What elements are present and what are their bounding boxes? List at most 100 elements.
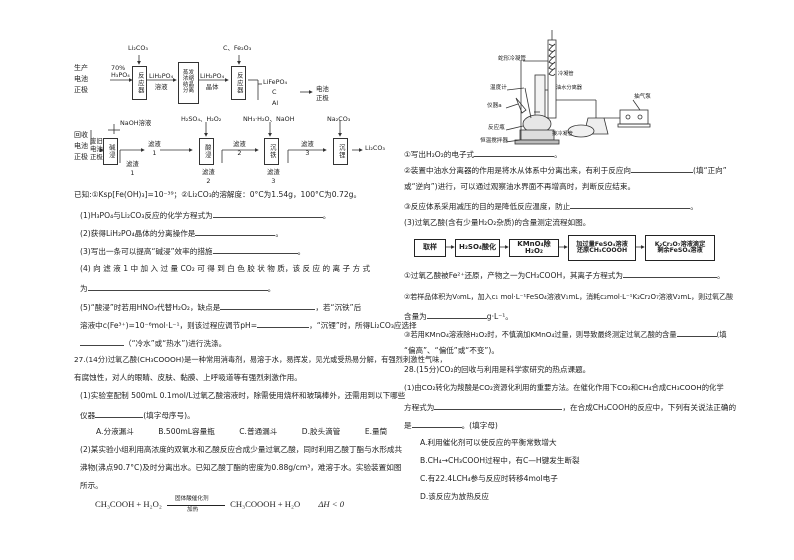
apparatus-label-instrument-a: 仪器a bbox=[487, 103, 502, 109]
flow1-al: Al bbox=[272, 99, 279, 107]
question-5a: (5)“酸浸”时若用HNO₃代替H₂O₂，缺点是，若“沉铁”后 bbox=[80, 302, 362, 312]
question-27-2a: (2)某实验小组利用高浓度的双氧水和乙酸反应合成少量过氧乙酸，同时利用乙酸丁酯与… bbox=[80, 445, 403, 454]
answer-blank[interactable] bbox=[220, 302, 316, 310]
flow-box-sample: 取样 bbox=[414, 239, 446, 257]
flow1-lifepo4: LiFePO₄ bbox=[263, 78, 288, 86]
option-d[interactable]: D.胶头滴管 bbox=[301, 427, 341, 436]
answer-blank[interactable] bbox=[631, 165, 694, 173]
flow1-source: 生产 电池 正极 bbox=[74, 64, 88, 94]
flow2-residue3: 滤渣 3 bbox=[267, 168, 280, 185]
flow-box-titrate: K₂Cr₂O₇溶液滴定 剩余FeSO₄溶液 bbox=[645, 235, 715, 261]
answer-blank[interactable] bbox=[257, 320, 310, 328]
question-28-1b: 方程式为，在合成CH₃COOH的反应中，下列有关说法正确的 bbox=[404, 402, 737, 412]
question-28-intro: 28.(15分)CO₂的回收与利用是科学家研究的热点课题。 bbox=[404, 365, 591, 374]
answer-blank[interactable] bbox=[212, 246, 298, 254]
apparatus-label-flask: 反应瓶 bbox=[488, 125, 505, 131]
known-info: 已知:①Ksp[Fe(OH)₃]=10⁻³⁹；②Li₂CO₃的溶解度：0°C为1… bbox=[74, 190, 362, 199]
flow1-li2co3-top: Li₂CO₃ bbox=[128, 44, 148, 52]
right-q4: (3)过氧乙酸(含有少量H₂O₂杂质)的含量测定流程如图。 bbox=[404, 218, 591, 227]
flow-box-kmno4: KMnO₄除H₂O₂ bbox=[509, 239, 559, 257]
answer-blank[interactable] bbox=[80, 338, 124, 346]
apparatus-label-cond-connect: 接冷凝管 bbox=[552, 131, 573, 137]
flow2-reagents-iron: NH₃·H₂O、NaOH bbox=[243, 115, 295, 123]
flow2-precip-li: 沉锂 bbox=[333, 138, 348, 165]
question-5c: （“冷水”或“热水”)进行洗涤。 bbox=[80, 338, 226, 349]
apparatus-label-cond2: 冷凝管 bbox=[558, 71, 574, 77]
right-q1: ①写出H₂O₂的电子式。 bbox=[404, 149, 562, 159]
flow1-c-fe2o3: C、Fe₂O₃ bbox=[223, 44, 252, 52]
flow1-lih2po4-solution: LiH₂PO₄ 溶液 bbox=[149, 72, 174, 91]
right-q7b: “偏高”、“偏低”或“不变”)。 bbox=[404, 346, 499, 355]
flow2-filtrate1: 滤液 1 bbox=[148, 140, 161, 157]
flow1-lih2po4-crystal: LiH₂PO₄ 晶体 bbox=[200, 72, 225, 91]
right-q7: ③若用KMnO₄溶液除H₂O₂时，不慎滴加KMnO₄过量，则导致最终测定过氧乙酸… bbox=[404, 329, 727, 339]
flow2-naoh: NaOH溶液 bbox=[120, 119, 152, 127]
flow1-reactor2: 反应器 bbox=[231, 66, 246, 100]
option-a[interactable]: A.分液漏斗 bbox=[96, 427, 134, 436]
flow2-waste-electrode: 废旧 电池 正极 bbox=[90, 137, 103, 161]
flow2-residue1: 滤渣 1 bbox=[126, 160, 139, 177]
right-q3: ③反应体系采用减压的目的是降低反应温度，防止。 bbox=[404, 201, 698, 211]
question-27-2c: 所示。 bbox=[80, 481, 103, 490]
flow2-source: 回收 电池 正极 bbox=[74, 131, 88, 161]
options-27-1: A.分液漏斗 B.500mL容量瓶 C.普通漏斗 D.胶头滴管 E.量筒 bbox=[96, 427, 388, 437]
flow2-filtrate3: 滤液 3 bbox=[301, 140, 314, 157]
answer-blank[interactable] bbox=[622, 270, 717, 278]
question-3: (3)写出一条可以提高“碱浸”效率的措施。 bbox=[80, 246, 306, 256]
apparatus-label-thermometer: 温度计 bbox=[490, 85, 507, 91]
flow2-li2co3-out: Li₂CO₃ bbox=[365, 144, 385, 152]
flow2-precip-iron: 沉铁 bbox=[264, 138, 279, 165]
option-e[interactable]: E.量筒 bbox=[364, 427, 388, 436]
answer-blank[interactable] bbox=[87, 283, 268, 291]
option-c[interactable]: C.普通漏斗 bbox=[239, 427, 278, 436]
apparatus-label-stirrer: 恒温搅拌器 bbox=[480, 138, 508, 144]
option-28-b[interactable]: B.CH₄→CH₃COOH过程中，有C—H键发生断裂 bbox=[420, 456, 580, 465]
question-27-2b: 沸物(沸点90.7°C)及时分离出水。已知乙酸丁酯的密度为0.88g/cm³，难… bbox=[80, 463, 402, 472]
right-q6: ②若样品体积为V₀mL，加入c₁ mol·L⁻¹FeSO₄溶液V₁mL，消耗c₂… bbox=[404, 293, 734, 301]
question-5b: 溶液中c(Fe³⁺)=10⁻⁶mol·L⁻¹，则该过程应调节pH=，“沉锂”时，… bbox=[80, 320, 417, 330]
apparatus-label-separator: 油水分离器 bbox=[556, 85, 582, 91]
answer-blank[interactable] bbox=[474, 149, 555, 157]
question-2: (2)获得LiH₂PO₄晶体的分离操作是。 bbox=[80, 228, 283, 238]
flow2-alkali-leach: 碱浸 bbox=[103, 138, 118, 165]
reaction-equation: CH₃COOH + H₂O₂ 固体酸催化剂 加热 CH₃COOOH + H₂O … bbox=[95, 495, 345, 513]
answer-blank[interactable] bbox=[212, 210, 323, 218]
option-b[interactable]: B.500mL容量瓶 bbox=[158, 427, 215, 436]
apparatus-label-pump: 抽气泵 bbox=[634, 94, 651, 100]
question-28-1: (1)由CO₂转化为羧酸是CO₂资源化利用的重要方法。在催化作用下CO₂和CH₄… bbox=[404, 383, 724, 392]
flow1-evap-box: 蒸发 浓缩 结晶 分离 bbox=[178, 62, 199, 104]
flow2-reagents-acid: H₂SO₄、H₂O₂ bbox=[181, 115, 222, 123]
answer-blank[interactable] bbox=[676, 329, 717, 337]
option-28-c[interactable]: C.有22.4LCH₄参与反应时转移4mol电子 bbox=[420, 474, 558, 483]
answer-blank[interactable] bbox=[426, 311, 487, 319]
question-28-1c: 是。(填字母) bbox=[404, 420, 498, 430]
answer-blank[interactable] bbox=[411, 420, 462, 428]
question-1: (1)H₃PO₄与Li₂CO₃反应的化学方程式为。 bbox=[80, 210, 331, 220]
right-q2a: ②装置中油水分离器的作用是将水从体系中分离出来，有利于反应向(填“正向” bbox=[404, 165, 727, 175]
flow2-residue2: 滤渣 2 bbox=[202, 168, 215, 185]
flow1-electrode-output: 电池 正极 bbox=[316, 85, 329, 102]
flow2-na2co3: Na₂CO₃ bbox=[327, 115, 351, 123]
apparatus-label-condenser: 蛇形冷凝管 bbox=[498, 56, 526, 62]
answer-blank[interactable] bbox=[434, 402, 563, 410]
answer-blank[interactable] bbox=[570, 201, 691, 209]
right-q5: ①过氧乙酸被Fe²⁺还原，产物之一为CH₃COOH，其离子方程式为。 bbox=[404, 270, 725, 280]
question-27-1b: 仪器(填字母序号)。 bbox=[80, 410, 195, 420]
answer-blank[interactable] bbox=[95, 410, 144, 418]
flow1-h3po4: 70% H₃PO₄ bbox=[111, 64, 130, 80]
option-28-a[interactable]: A.利用催化剂可以使反应的平衡常数增大 bbox=[420, 438, 557, 447]
question-4a: (4) 向 滤 液 1 中 加 入 过 量 CO₂ 可 得 到 白 色 胶 状 … bbox=[80, 264, 371, 273]
equation-arrow: 固体酸催化剂 加热 bbox=[167, 496, 225, 513]
flow1-reactor1: 反应器 bbox=[132, 66, 147, 100]
answer-blank[interactable] bbox=[195, 228, 276, 236]
flow2-acid-leach: 酸浸 bbox=[199, 138, 214, 165]
option-28-d[interactable]: D.该反应为放热反应 bbox=[420, 492, 490, 501]
right-q2b: 或“逆向”)进行，可以通过观察油水界面不再增高时，判断反应结束。 bbox=[404, 182, 636, 191]
question-27-intro-b: 有腐蚀性，对人的眼睛、皮肤、黏膜、上呼吸道等有强烈刺激作用。 bbox=[74, 373, 302, 382]
question-4b: 为。 bbox=[80, 283, 276, 293]
flow-box-feso4: 加过量FeSO₄溶液 还原CH₃COOOH bbox=[568, 235, 636, 261]
flow-box-acidify: H₂SO₄酸化 bbox=[455, 239, 500, 257]
